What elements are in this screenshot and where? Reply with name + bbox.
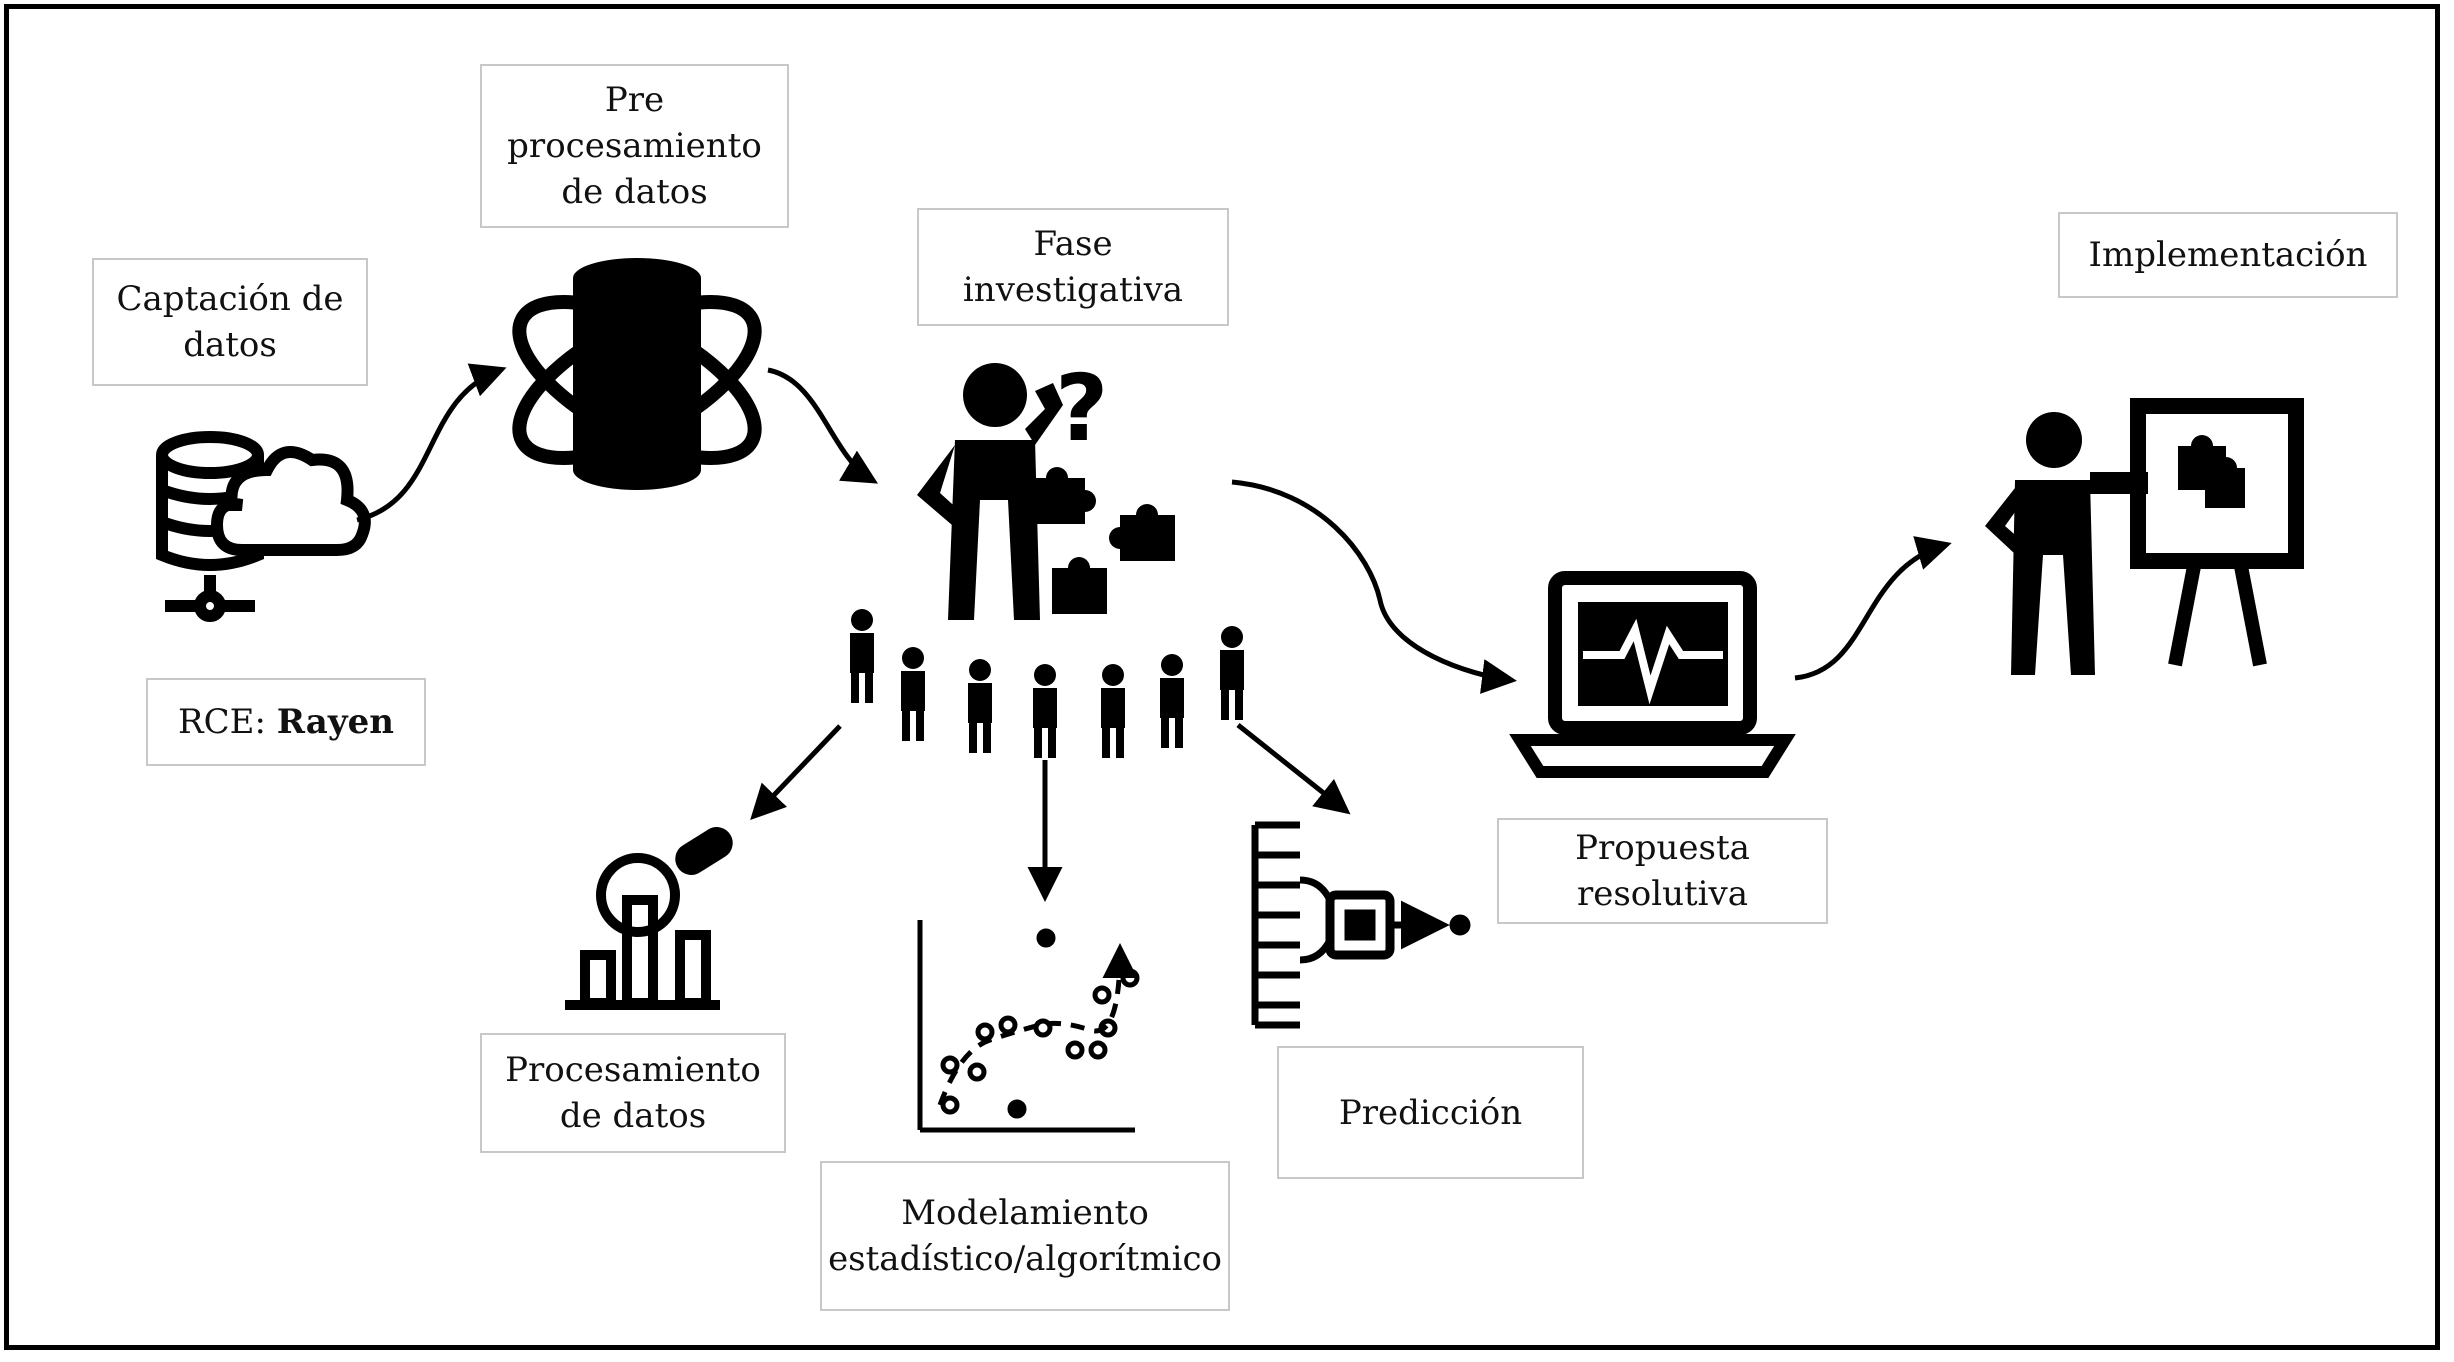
label-rce: RCE: Rayen [146, 678, 426, 766]
label-modelamiento-text: Modelamiento estadístico/algorítmico [828, 1193, 1222, 1279]
database-cloud-icon [156, 431, 371, 622]
scatter-trend-chart-icon [917, 920, 1140, 1133]
arrow-fase-to-procesamiento [750, 724, 842, 821]
magnifier-bar-chart-icon [565, 827, 733, 1010]
database-orbit-icon [512, 258, 762, 490]
label-prediccion: Predicción [1277, 1046, 1584, 1179]
thinking-person-puzzle-icon: ? [917, 355, 1175, 620]
label-modelamiento: Modelamiento estadístico/algorítmico [820, 1161, 1230, 1311]
arrow-captacion-to-preprocesamiento [356, 363, 507, 523]
svg-text:?: ? [1055, 355, 1108, 462]
arrow-fase-to-prediccion [1236, 723, 1351, 815]
label-procesamiento-text: Procesamiento de datos [505, 1050, 761, 1136]
flow-arrows [356, 363, 1952, 902]
label-prediccion-text: Predicción [1338, 1092, 1523, 1133]
label-procesamiento: Procesamiento de datos [480, 1033, 786, 1153]
label-rce-name: Rayen [276, 702, 394, 742]
laptop-pulse-icon [1509, 571, 1796, 778]
label-fase: Fase investigativa [917, 208, 1229, 326]
label-propuesta: Propuesta resolutiva [1497, 818, 1828, 924]
presenter-board-icon [1985, 398, 2304, 675]
label-preprocesamiento-text: Pre procesamiento de datos [507, 80, 762, 212]
label-propuesta-text: Propuesta resolutiva [1575, 828, 1750, 914]
label-implementacion-text: Implementación [2088, 235, 2368, 275]
label-rce-prefix: RCE: [178, 702, 277, 742]
label-implementacion: Implementación [2058, 212, 2398, 298]
label-fase-text: Fase investigativa [962, 224, 1184, 310]
label-preprocesamiento: Pre procesamiento de datos [480, 64, 789, 228]
arrow-fase-to-propuesta [1231, 479, 1517, 694]
team-people-icon [850, 609, 1244, 758]
arrow-propuesta-to-implementacion [1794, 536, 1952, 681]
chip-network-icon [1251, 821, 1471, 1029]
arrow-preprocesamiento-to-fase [767, 367, 879, 484]
label-captacion: Captación de datos [92, 258, 368, 386]
label-captacion-text: Captación de datos [116, 279, 344, 365]
label-rce-text: RCE: Rayen [178, 699, 394, 745]
